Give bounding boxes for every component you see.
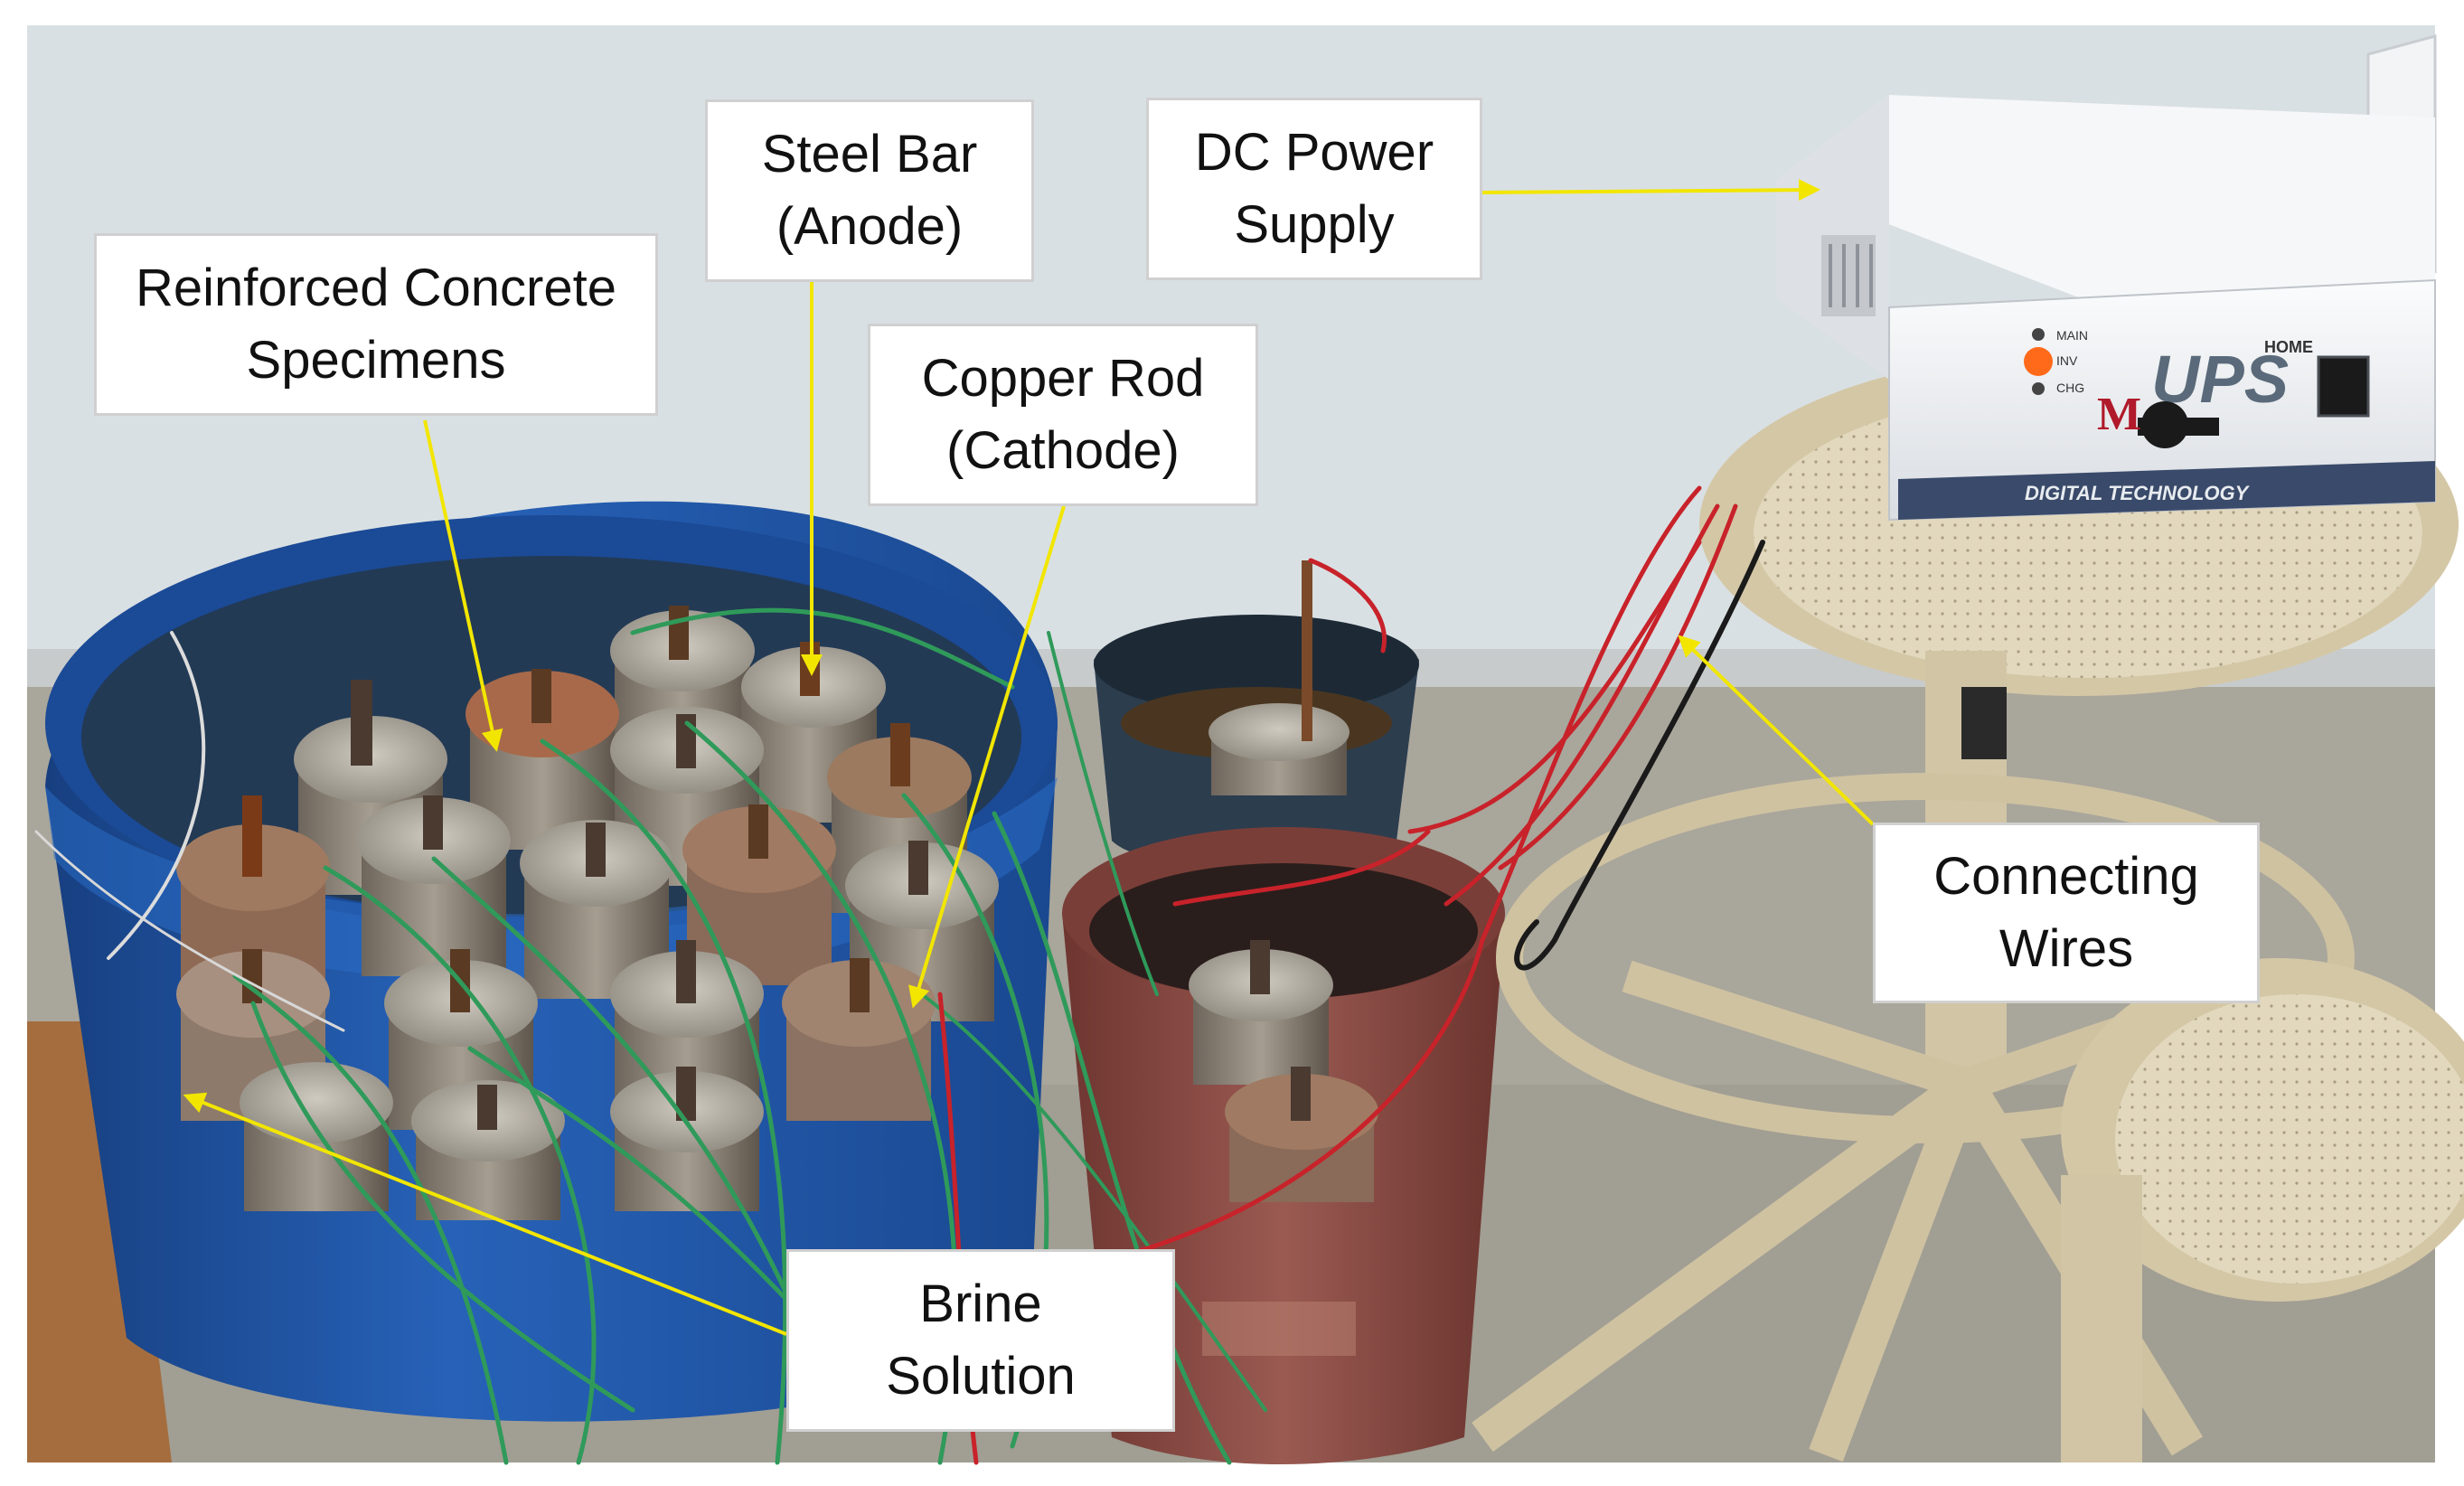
label-line: Solution — [886, 1347, 1076, 1406]
dark-bucket — [1094, 560, 1419, 868]
device-home-text: HOME — [2264, 338, 2313, 356]
power-supply-unit: MAIN INV CHG UPS HOME M DIGITAL TECHNOLO… — [1776, 95, 2436, 522]
power-switch — [2317, 355, 2370, 418]
label-line: DC Power — [1194, 122, 1434, 182]
device-footer-text: DIGITAL TECHNOLOGY — [2025, 482, 2251, 504]
svg-text:M: M — [2097, 389, 2141, 440]
label-line: Specimens — [246, 331, 506, 390]
led-inv-label: INV — [2056, 353, 2078, 368]
label-brine-solution: Brine Solution — [786, 1249, 1175, 1432]
led-chg-label: CHG — [2056, 381, 2084, 395]
label-reinforced-concrete-specimens: Reinforced Concrete Specimens — [94, 233, 658, 416]
label-line: Brine — [919, 1274, 1042, 1333]
label-line: (Anode) — [776, 197, 964, 256]
label-steel-bar-anode: Steel Bar (Anode) — [705, 99, 1034, 282]
concrete-specimens — [176, 606, 999, 1220]
label-connecting-wires: Connecting Wires — [1873, 823, 2260, 1003]
label-line: Reinforced Concrete — [136, 258, 616, 317]
annotation-arrows — [183, 179, 1875, 1336]
arrow-connecting-wires — [1678, 635, 1875, 826]
arrow-brine — [183, 1092, 787, 1336]
arrow-dc-power — [1481, 179, 1820, 202]
arrow-copper-rod — [908, 505, 1066, 1009]
label-dc-power-supply: DC Power Supply — [1146, 98, 1482, 280]
label-line: (Cathode) — [946, 421, 1180, 480]
label-line: Supply — [1234, 195, 1395, 254]
led-main-label: MAIN — [2056, 328, 2088, 343]
label-copper-rod-cathode: Copper Rod (Cathode) — [868, 324, 1258, 506]
label-line: Steel Bar — [761, 124, 978, 183]
label-line: Wires — [1998, 919, 2134, 978]
label-line: Copper Rod — [921, 348, 1205, 408]
arrow-specimens — [423, 419, 503, 752]
label-line: Connecting — [1933, 846, 2199, 906]
